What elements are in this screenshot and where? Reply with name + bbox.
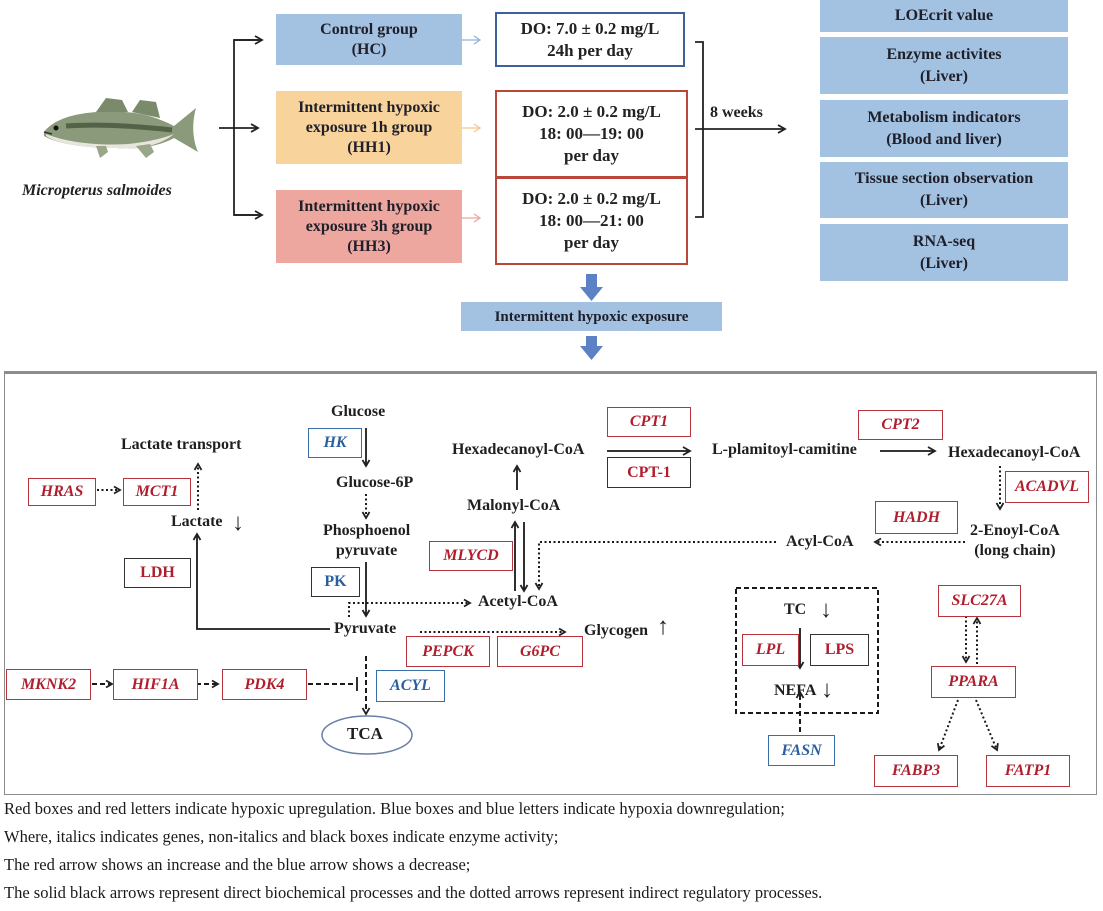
arrow-ppara-fatp1 [975, 699, 999, 752]
metabolite-l-palmitoyl-carnitine: L-plamitoyl-camitine [712, 441, 857, 458]
pathway-diagram-frame [4, 371, 1097, 795]
gene-acyl: ACYL [376, 670, 445, 702]
glycogen-increase-arrow: ↑ [657, 614, 669, 640]
arrow-acyl-acetyl [534, 541, 776, 591]
tca-ellipse [321, 715, 413, 755]
legend-line-3: The red arrow shows an increase and the … [4, 855, 471, 874]
gene-hras: HRAS [28, 478, 96, 506]
gene-slc27a: SLC27A [938, 585, 1021, 617]
outcome-loecrit: LOEcrit value [820, 0, 1068, 32]
enzyme-ldh: LDH [124, 558, 191, 588]
duration-label: 8 weeks [710, 104, 763, 121]
block-arrow-down-1 [580, 274, 603, 301]
gene-mlycd: MLYCD [429, 541, 513, 571]
metabolite-pep: Phosphoenol pyruvate [323, 521, 410, 561]
arrow-pyruvate-lactate [192, 532, 330, 630]
metabolite-hexadecanoyl-coa: Hexadecanoyl-CoA [452, 441, 585, 458]
gene-g6pc: G6PC [497, 636, 583, 667]
metabolite-glucose: Glucose [331, 403, 386, 420]
gene-ppara: PPARA [931, 666, 1016, 698]
metabolite-acyl-coa: Acyl-CoA [786, 533, 854, 550]
metabolite-tca: TCA [347, 724, 383, 743]
gene-hadh: HADH [875, 501, 958, 534]
gene-fatp1: FATP1 [986, 755, 1070, 787]
metabolite-lactate: Lactate [171, 513, 223, 530]
legend-line-4: The solid black arrows represent direct … [4, 883, 823, 902]
metabolite-nefa: NEFA [774, 682, 817, 699]
outcome-enzyme-activities: Enzyme activites (Liver) [820, 37, 1068, 94]
metabolite-glucose-6p: Glucose-6P [336, 474, 414, 491]
condition-hh3: DO: 2.0 ± 0.2 mg/L 18: 00—21: 00 per day [495, 177, 688, 265]
legend-line-1: Red boxes and red letters indicate hypox… [4, 799, 785, 818]
fish-illustration [36, 88, 206, 168]
outcome-tissue-section: Tissue section observation (Liver) [820, 162, 1068, 218]
gene-cpt2: CPT2 [858, 410, 943, 440]
outcome-metabolism-indicators: Metabolism indicators (Blood and liver) [820, 100, 1068, 157]
gene-hif1a: HIF1A [113, 669, 198, 700]
gene-mknk2: MKNK2 [6, 669, 91, 700]
metabolite-glycogen: Glycogen [584, 622, 648, 639]
outcome-rna-seq: RNA-seq (Liver) [820, 224, 1068, 281]
metabolite-pyruvate: Pyruvate [334, 620, 397, 637]
metabolite-2-enoyl-coa: 2-Enoyl-CoA (long chain) [970, 521, 1060, 561]
duration-bracket [695, 41, 787, 218]
condition-hc: DO: 7.0 ± 0.2 mg/L 24h per day [495, 12, 685, 67]
metabolite-malonyl-coa: Malonyl-CoA [467, 497, 561, 514]
gene-mct1: MCT1 [123, 478, 191, 506]
species-name: Micropterus salmoides [22, 182, 172, 199]
group-hh3: Intermittent hypoxic exposure 3h group (… [276, 190, 462, 263]
gene-cpt1: CPT1 [607, 407, 691, 437]
treatment-label: Intermittent hypoxic exposure [461, 302, 722, 331]
enoyl-line-1: 2-Enoyl-CoA [970, 522, 1060, 539]
pep-line-1: Phosphoenol [323, 522, 411, 539]
tc-decrease-arrow: ↓ [820, 597, 832, 623]
gene-pepck: PEPCK [406, 636, 490, 667]
group-branch-connector [219, 35, 264, 220]
block-arrow-down-2 [580, 336, 603, 360]
enzyme-cpt-1: CPT-1 [607, 457, 691, 488]
group-hh1: Intermittent hypoxic exposure 1h group (… [276, 91, 462, 164]
group-control-hc: Control group (HC) [276, 14, 462, 65]
enoyl-line-2: (long chain) [974, 542, 1056, 559]
metabolite-acetyl-coa: Acetyl-CoA [478, 593, 558, 610]
metabolite-tc: TC [784, 601, 807, 618]
enzyme-lps: LPS [810, 634, 869, 666]
gene-hk: HK [308, 428, 362, 458]
legend-line-2: Where, italics indicates genes, non-ital… [4, 827, 559, 846]
enzyme-pk: PK [311, 567, 360, 597]
nefa-decrease-arrow: ↓ [821, 677, 833, 703]
pep-line-2: pyruvate [335, 542, 398, 559]
gene-fasn: FASN [768, 735, 835, 766]
gene-acadvl: ACADVL [1005, 471, 1089, 503]
metabolite-lactate-transport: Lactate transport [121, 436, 242, 453]
gene-pdk4: PDK4 [222, 669, 307, 700]
arrow-ppara-fabp3 [936, 699, 959, 752]
lactate-decrease-arrow: ↓ [232, 510, 244, 536]
lipid-dashed-group [735, 587, 879, 714]
arrow-pyruvate-acetyl [348, 598, 472, 617]
gene-fabp3: FABP3 [874, 755, 958, 787]
gene-lpl: LPL [742, 634, 799, 666]
metabolite-hexadecanoyl-coa-2: Hexadecanoyl-CoA [948, 444, 1081, 461]
